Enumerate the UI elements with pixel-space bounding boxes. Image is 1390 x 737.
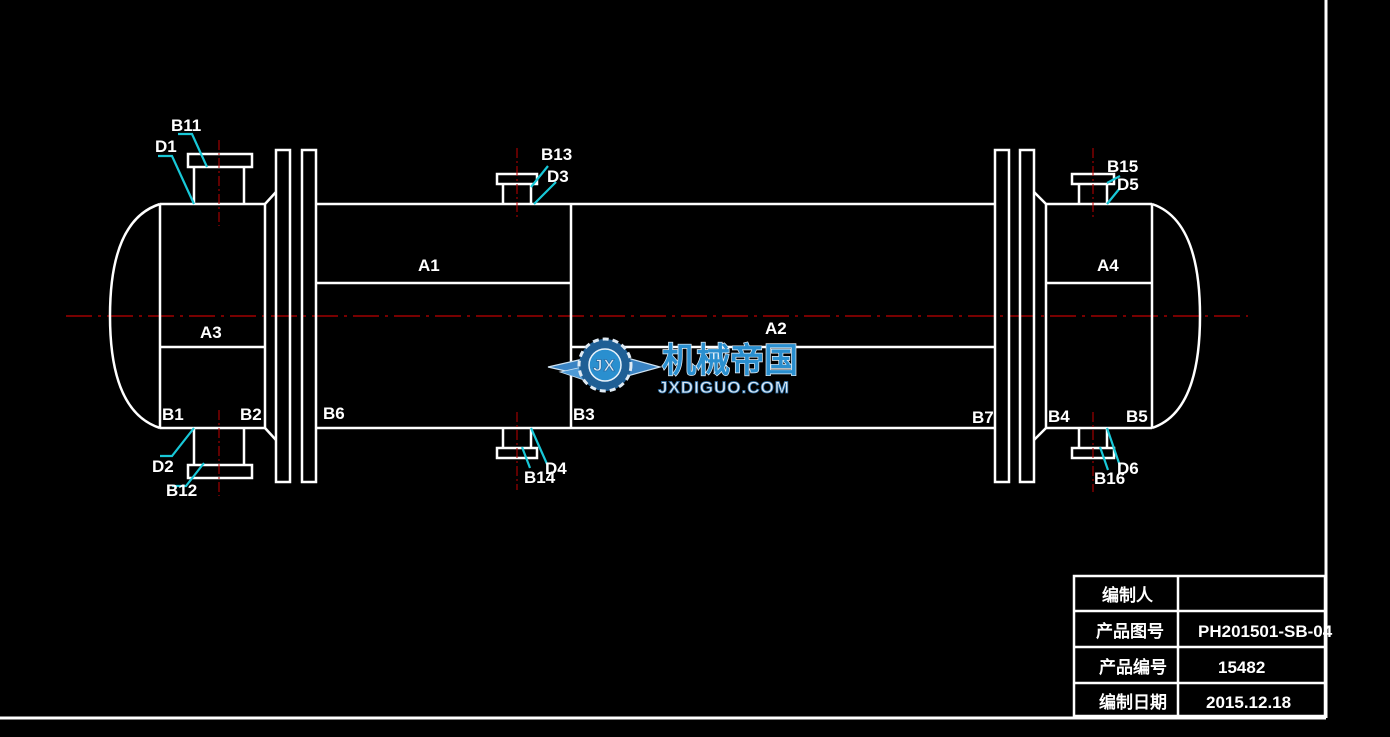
nozzle-top-left (186, 152, 254, 204)
title-block-label-1: 编制人 (1102, 585, 1154, 605)
title-block-value-3: 15482 (1218, 658, 1265, 677)
label-A1: A1 (418, 256, 440, 275)
label-B1: B1 (162, 405, 184, 424)
vessel-outline (108, 148, 1202, 484)
label-B16: B16 (1094, 469, 1125, 488)
label-B7: B7 (972, 408, 994, 427)
right-flange-2 (1018, 148, 1036, 484)
label-A4: A4 (1097, 256, 1119, 275)
label-D5: D5 (1117, 175, 1139, 194)
label-B5: B5 (1126, 407, 1148, 426)
left-flange-1 (274, 148, 292, 484)
label-A3: A3 (200, 323, 222, 342)
watermark-logo: JX 机械帝国 JXDIGUO.COM (547, 337, 799, 397)
label-D1: D1 (155, 137, 177, 156)
title-block-value-2: PH201501-SB-04 (1198, 622, 1333, 641)
left-flange-2 (300, 148, 318, 484)
title-block-label-4: 编制日期 (1099, 692, 1167, 712)
title-block-label-3: 产品编号 (1099, 657, 1167, 677)
label-B13: B13 (541, 145, 572, 164)
label-B15: B15 (1107, 157, 1138, 176)
label-D2: D2 (152, 457, 174, 476)
label-B2: B2 (240, 405, 262, 424)
gear-inner-icon (588, 348, 622, 382)
label-B4: B4 (1048, 407, 1070, 426)
label-B12: B12 (166, 481, 197, 500)
label-B14: B14 (524, 468, 556, 487)
label-B3: B3 (573, 405, 595, 424)
label-D6: D6 (1117, 459, 1139, 478)
leader-lines (158, 132, 1122, 488)
watermark-en: JXDIGUO.COM (658, 378, 790, 397)
nozzle-center-lines (218, 140, 1094, 496)
right-head (1151, 202, 1202, 430)
label-D3: D3 (547, 167, 569, 186)
component-labels: A1 A2 A3 A4 B1 B2 B3 B4 B5 B6 B7 B11 B12… (152, 116, 1148, 500)
title-block: 编制人 产品图号 PH201501-SB-04 产品编号 15482 编制日期 … (1072, 574, 1333, 718)
label-B6: B6 (323, 404, 345, 423)
title-block-label-2: 产品图号 (1096, 621, 1164, 641)
nozzle-bottom-left (186, 428, 254, 480)
label-D4: D4 (545, 459, 567, 478)
watermark-badge: JX (593, 356, 616, 375)
watermark-cn: 机械帝国 (662, 342, 798, 380)
right-flange-1 (993, 148, 1011, 484)
left-head (108, 202, 161, 430)
label-B11: B11 (171, 116, 201, 135)
label-A2: A2 (765, 319, 787, 338)
title-block-value-4: 2015.12.18 (1206, 693, 1291, 712)
